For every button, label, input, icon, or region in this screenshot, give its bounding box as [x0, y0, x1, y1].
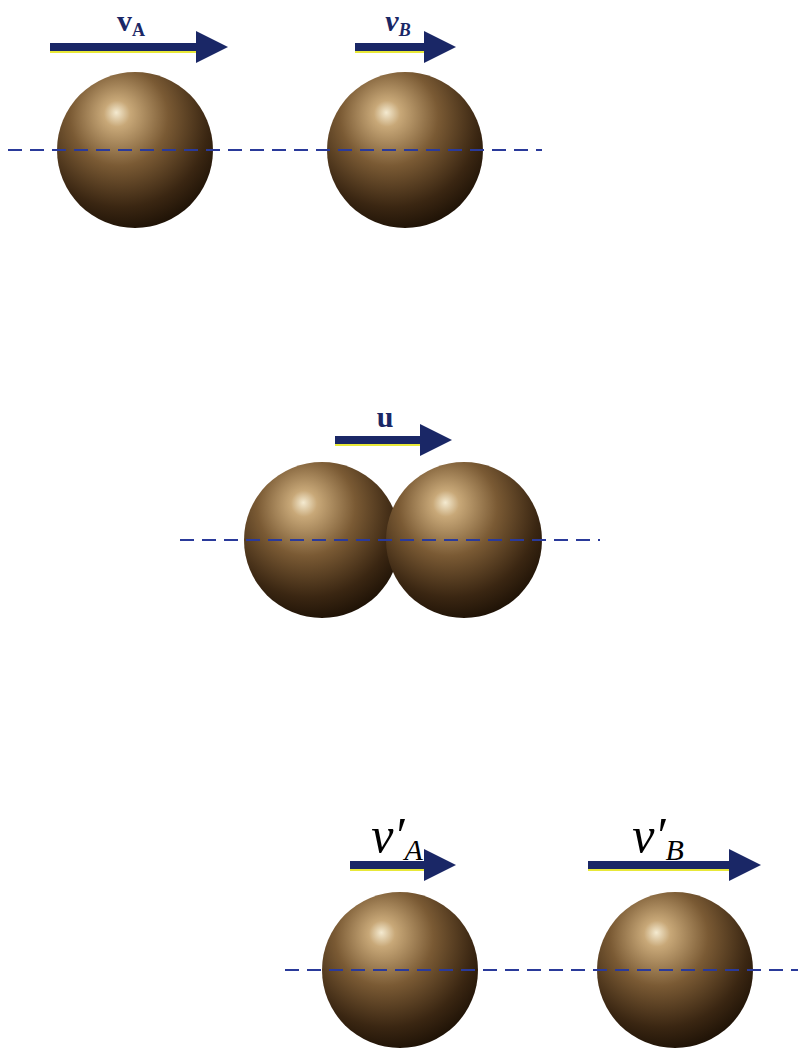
velocity-arrow [50, 43, 212, 51]
line-of-impact [180, 539, 600, 541]
velocity-arrow [355, 43, 440, 51]
velocity-label: u [377, 402, 394, 432]
during-collision [180, 440, 600, 618]
velocity-arrow [335, 436, 436, 444]
velocity-label: v′B [632, 810, 683, 865]
line-of-impact [8, 149, 542, 151]
velocity-label: vA [117, 6, 145, 39]
line-of-impact [285, 969, 798, 971]
velocity-label: vB [385, 6, 410, 39]
velocity-label: v′A [371, 810, 422, 865]
before-collision [8, 47, 542, 228]
after-collision [285, 865, 798, 1048]
